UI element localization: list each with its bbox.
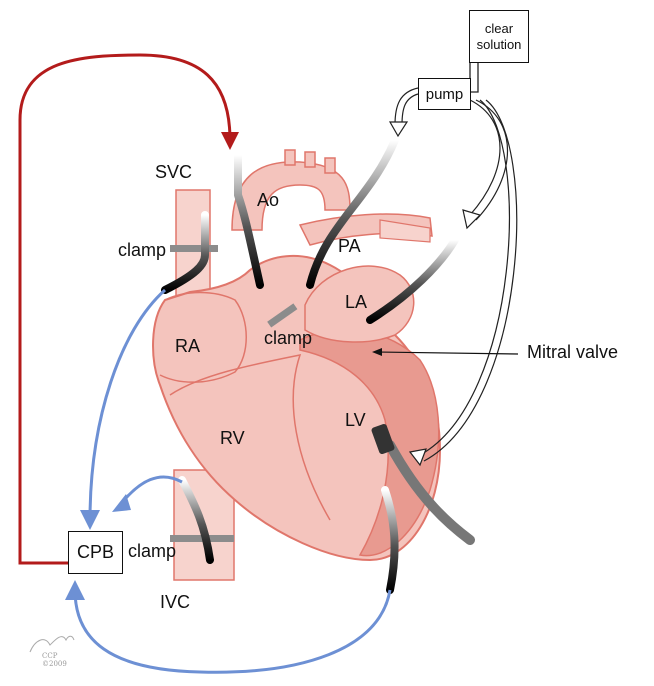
cpb-box: CPB [68, 531, 123, 574]
label-clamp-svc: clamp [118, 240, 166, 261]
signature-line1: CCP [42, 652, 67, 660]
label-clamp-ivc: clamp [128, 541, 176, 562]
clear-solution-label-line2: solution [477, 37, 522, 53]
label-mitral-valve: Mitral valve [527, 342, 618, 363]
cpb-label: CPB [77, 542, 114, 563]
label-pa: PA [338, 236, 361, 257]
label-ao: Ao [257, 190, 279, 211]
svc-clamp-bar [170, 245, 218, 252]
signature: CCP ©2009 [42, 652, 67, 668]
pump-label: pump [426, 86, 464, 103]
venous-arrowhead-lv [65, 580, 85, 600]
label-ra: RA [175, 336, 200, 357]
label-clamp-aorta: clamp [264, 328, 312, 349]
label-lv: LV [345, 410, 366, 431]
pump-box: pump [418, 78, 471, 110]
pulmonary-artery [300, 214, 432, 245]
arterial-arrowhead [221, 132, 239, 150]
clear-solution-box: clear solution [469, 10, 529, 63]
label-la: LA [345, 292, 367, 313]
label-rv: RV [220, 428, 245, 449]
signature-mark [30, 636, 74, 652]
label-svc: SVC [155, 162, 192, 183]
clear-solution-label-line1: clear [485, 21, 513, 37]
label-ivc: IVC [160, 592, 190, 613]
signature-line2: ©2009 [42, 660, 67, 668]
venous-arrowhead-svc [80, 510, 100, 530]
